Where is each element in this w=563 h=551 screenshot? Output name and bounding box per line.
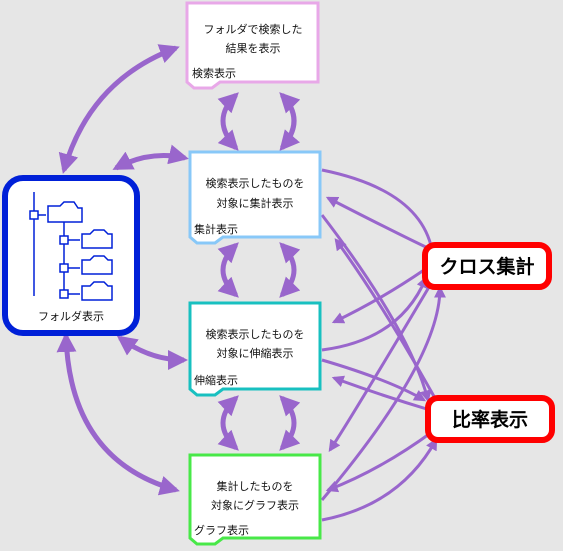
aggregate-node-line1: 検索表示したものを: [206, 176, 305, 190]
arrow-ratio-to-graph: [325, 430, 433, 493]
graph-node-line1: 集計したものを: [217, 479, 294, 493]
aggregate-node-box: [188, 150, 322, 245]
arrow-search-aggregate-right: [279, 92, 301, 152]
arrow-graph-to-ratio: [321, 437, 438, 522]
arrow-cross-to-graph: [328, 281, 434, 452]
arrow-ratio-to-aggregate: [334, 238, 438, 401]
stretch-node-box: [188, 301, 322, 397]
badge-connectors: [320, 168, 446, 522]
search-node-line2: 結果を表示: [226, 41, 281, 55]
arrow-graph-to-cross: [320, 285, 446, 501]
arrow-search-aggregate-left: [217, 92, 239, 151]
folder-view-label: フォルダ表示: [38, 309, 104, 323]
graph-node-box: [188, 453, 322, 546]
arrow-ratio-to-stretch: [331, 375, 431, 412]
stretch-node-line2: 対象に伸縮表示: [217, 346, 294, 360]
arrow-folder-graph: [56, 332, 180, 496]
cross-tab-badge-label: クロス集計: [439, 255, 534, 278]
arrow-aggregate-stretch-left: [217, 242, 239, 298]
folder-connectors: [56, 44, 189, 496]
arrow-stretch-graph-left: [217, 395, 239, 451]
folder-tree-icon: [29, 192, 113, 301]
arrow-stretch-to-cross: [321, 275, 428, 352]
arrow-folder-stretch: [116, 335, 188, 370]
arrow-stretch-graph-right: [279, 395, 301, 451]
aggregate-node-line2: 対象に集計表示: [217, 196, 294, 210]
folder-view-node[interactable]: フォルダ表示: [2, 175, 140, 336]
graph-node-line2: 対象にグラフ表示: [211, 498, 299, 512]
aggregate-node[interactable]: 検索表示したものを 対象に集計表示 集計表示: [188, 150, 322, 245]
ratio-badge-label: 比率表示: [452, 408, 528, 431]
cross-tab-badge[interactable]: クロス集計: [422, 242, 552, 290]
arrow-stretch-to-ratio: [321, 358, 427, 402]
graph-node[interactable]: 集計したものを 対象にグラフ表示 グラフ表示: [188, 453, 322, 546]
vertical-connectors: [217, 92, 301, 451]
search-node[interactable]: フォルダで検索した 結果を表示 検索表示: [185, 1, 320, 90]
arrow-aggregate-stretch-right: [279, 242, 301, 298]
search-node-line1: フォルダで検索した: [204, 22, 303, 36]
ratio-badge[interactable]: 比率表示: [425, 395, 555, 443]
aggregate-node-label: 集計表示: [194, 222, 238, 236]
ratio-badge-box: [425, 395, 555, 443]
arrow-folder-aggregate: [112, 144, 189, 171]
stretch-node-line1: 検索表示したものを: [206, 327, 305, 341]
search-node-box: [185, 1, 320, 90]
stretch-node-label: 伸縮表示: [194, 373, 238, 387]
cross-tab-badge-box: [422, 242, 552, 290]
graph-node-label: グラフ表示: [194, 523, 249, 537]
stretch-node[interactable]: 検索表示したものを 対象に伸縮表示 伸縮表示: [188, 301, 322, 397]
search-node-label: 検索表示: [192, 66, 236, 80]
arrow-folder-search: [58, 44, 180, 174]
